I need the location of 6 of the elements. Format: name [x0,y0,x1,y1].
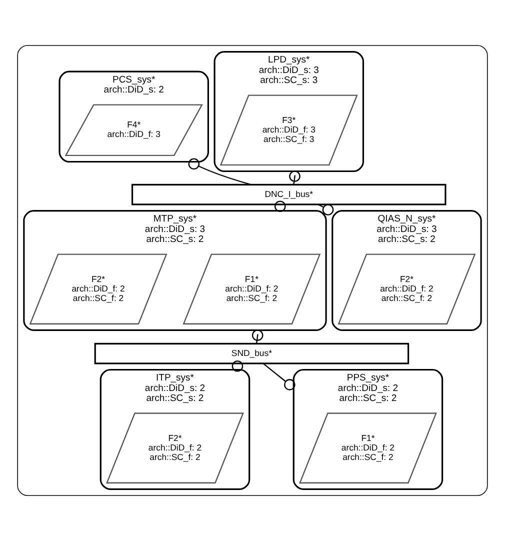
connector [252,329,264,344]
connector [262,362,296,390]
connector [274,200,286,212]
connector [232,360,244,372]
connector [289,170,300,184]
cluster [17,44,488,496]
